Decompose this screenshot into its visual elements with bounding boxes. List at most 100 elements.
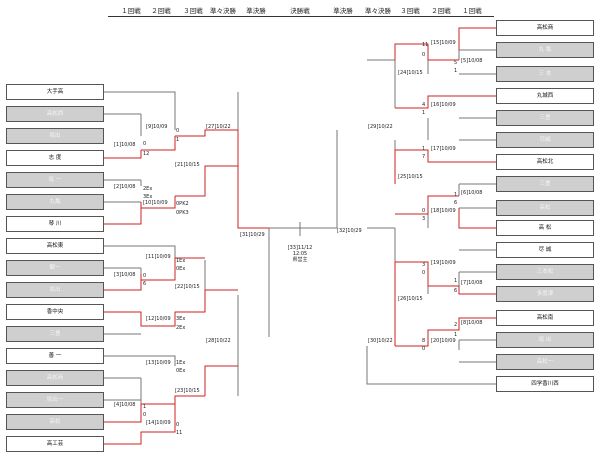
score: 3 <box>422 216 426 222</box>
team-left-14: 高松商 <box>6 370 104 386</box>
score: 1 <box>422 146 426 152</box>
match-label: [15]10/09 <box>431 40 456 46</box>
match-label: [5]10/08 <box>461 58 483 64</box>
score: 7 <box>422 154 426 160</box>
team-right-14: 高松南 <box>496 310 594 326</box>
match-label: [28]10/22 <box>206 338 231 344</box>
score: 0Ex <box>176 368 186 374</box>
score: 1 <box>454 192 458 198</box>
score: 2Ex <box>143 186 153 192</box>
match-label: [17]10/09 <box>431 146 456 152</box>
match-label: [23]10/15 <box>175 388 200 394</box>
team-right-11: 尽 誠 <box>496 242 594 258</box>
match-label: [27]10/22 <box>206 124 231 130</box>
match-label: [24]10/15 <box>398 70 423 76</box>
match-label: [2]10/08 <box>114 184 136 190</box>
team-right-5: 三豊 <box>496 110 594 126</box>
match-label: [31]10/29 <box>240 232 265 238</box>
match-label: [7]10/08 <box>461 280 483 286</box>
match-label: [10]10/09 <box>143 200 168 206</box>
score: 6 <box>143 281 147 287</box>
score: 8 <box>422 338 426 344</box>
match-label: [12]10/09 <box>146 316 171 322</box>
team-right-2: 丸 亀 <box>496 42 594 58</box>
match-label: [9]10/09 <box>146 124 168 130</box>
score: 3Ex <box>176 316 186 322</box>
match-label: [22]10/15 <box>175 284 200 290</box>
score: 0 <box>422 52 426 58</box>
team-right-6: 尽誠 <box>496 132 594 148</box>
score: 1Ex <box>176 258 186 264</box>
match-label: [14]10/09 <box>146 420 171 426</box>
round-header-qf: 準々決勝 <box>210 7 236 15</box>
header-divider <box>108 16 494 17</box>
team-right-8: 三豊 <box>496 176 594 192</box>
match-label: [1]10/08 <box>114 142 136 148</box>
match-label: [16]10/09 <box>431 102 456 108</box>
score: 12 <box>143 151 150 157</box>
round-header-3: ３回戦 <box>183 7 203 15</box>
score: 1 <box>454 68 458 74</box>
team-left-13: 善 一 <box>6 348 104 364</box>
score: 1Ex <box>176 360 186 366</box>
score: 0Ex <box>176 266 186 272</box>
score: 2Ex <box>176 325 186 331</box>
match-label: [26]10/15 <box>398 296 423 302</box>
score: 1 <box>454 332 458 338</box>
match-label: [13]10/09 <box>146 360 171 366</box>
team-right-7: 高松北 <box>496 154 594 170</box>
team-left-8: 高松東 <box>6 238 104 254</box>
round-header-2-r: ２回戦 <box>431 7 451 15</box>
team-right-15: 坂 出 <box>496 332 594 348</box>
match-label: [20]10/09 <box>431 338 456 344</box>
score: 0PK3 <box>176 210 189 216</box>
score: 6 <box>454 288 458 294</box>
team-right-9: 高松 <box>496 200 594 216</box>
team-left-4: 志 度 <box>6 150 104 166</box>
score: 0 <box>143 412 147 418</box>
score: 3Ex <box>143 194 153 200</box>
round-header-final: 決勝戦 <box>290 7 310 15</box>
score: 11 <box>176 430 183 436</box>
team-left-15: 坂出一 <box>6 392 104 408</box>
team-left-11: 香中央 <box>6 304 104 320</box>
match-label: [19]10/09 <box>431 260 456 266</box>
team-left-6: 丸亀 <box>6 194 104 210</box>
team-left-2: 高松西 <box>6 106 104 122</box>
final-match-info: [33]11/12 12:05 県営主 <box>282 245 318 263</box>
score: 0 <box>143 273 147 279</box>
match-label: [6]10/08 <box>461 190 483 196</box>
team-right-4: 丸城西 <box>496 88 594 104</box>
round-header-1: １回戦 <box>121 7 141 15</box>
team-left-3: 坂出 <box>6 128 104 144</box>
score: 11 <box>422 42 429 48</box>
match-label: [25]10/15 <box>398 174 423 180</box>
score: 0 <box>422 346 426 352</box>
match-label: [29]10/22 <box>368 124 393 130</box>
match-label: [8]10/08 <box>461 320 483 326</box>
score: 0PK2 <box>176 201 189 207</box>
score: 4 <box>422 102 426 108</box>
score: 0 <box>422 208 426 214</box>
score: 5 <box>454 60 458 66</box>
final-match-time: 12:05 <box>292 251 308 257</box>
round-header-qf-r: 準々決勝 <box>365 7 391 15</box>
team-right-10: 高 松 <box>496 220 594 236</box>
team-left-16: 高松 <box>6 414 104 430</box>
match-label: [4]10/08 <box>114 402 136 408</box>
score: 0 <box>176 422 180 428</box>
match-label: [18]10/09 <box>431 208 456 214</box>
team-left-1: 大手高 <box>6 84 104 100</box>
final-match-venue: 県営主 <box>292 257 308 263</box>
team-left-5: 坂 一 <box>6 172 104 188</box>
team-left-12: 三豊 <box>6 326 104 342</box>
team-right-16: 高松一 <box>496 354 594 370</box>
score: 1 <box>422 110 426 116</box>
score: 1 <box>176 137 180 143</box>
team-right-12: 三本松 <box>496 264 594 280</box>
match-label: [32]10/29 <box>337 228 362 234</box>
team-left-10: 坂出 <box>6 282 104 298</box>
score: 0 <box>422 270 426 276</box>
